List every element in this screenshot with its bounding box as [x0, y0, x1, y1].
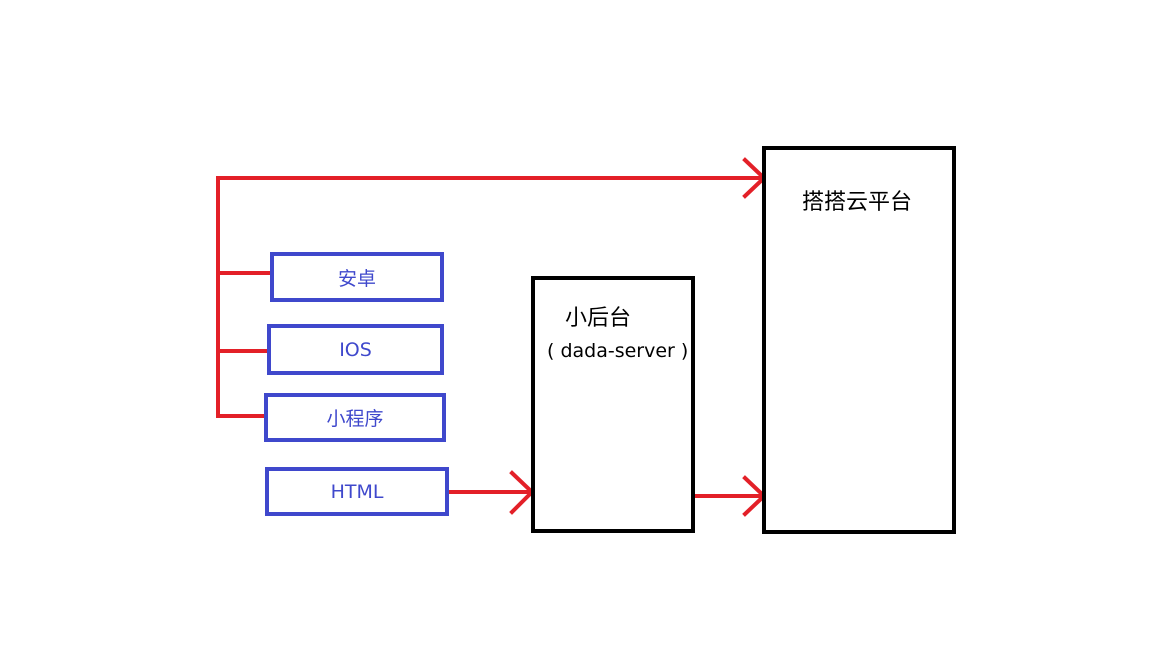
- client-box-android: 安卓: [270, 252, 444, 302]
- backend-title: 小后台: [565, 306, 632, 331]
- client-label-miniprogram: 小程序: [326, 408, 384, 430]
- client-box-ios: IOS: [267, 324, 444, 375]
- platform-box: 搭搭云平台: [762, 146, 956, 534]
- backend-box: 小后台 ( dada-server ): [531, 276, 695, 533]
- client-box-miniprogram: 小程序: [264, 393, 446, 442]
- backend-subtitle: ( dada-server ): [547, 340, 689, 362]
- client-label-android: 安卓: [337, 267, 376, 290]
- client-label-html: HTML: [330, 480, 384, 503]
- client-box-html: HTML: [265, 467, 449, 516]
- client-label-ios: IOS: [339, 338, 372, 361]
- platform-title: 搭搭云平台: [802, 190, 913, 215]
